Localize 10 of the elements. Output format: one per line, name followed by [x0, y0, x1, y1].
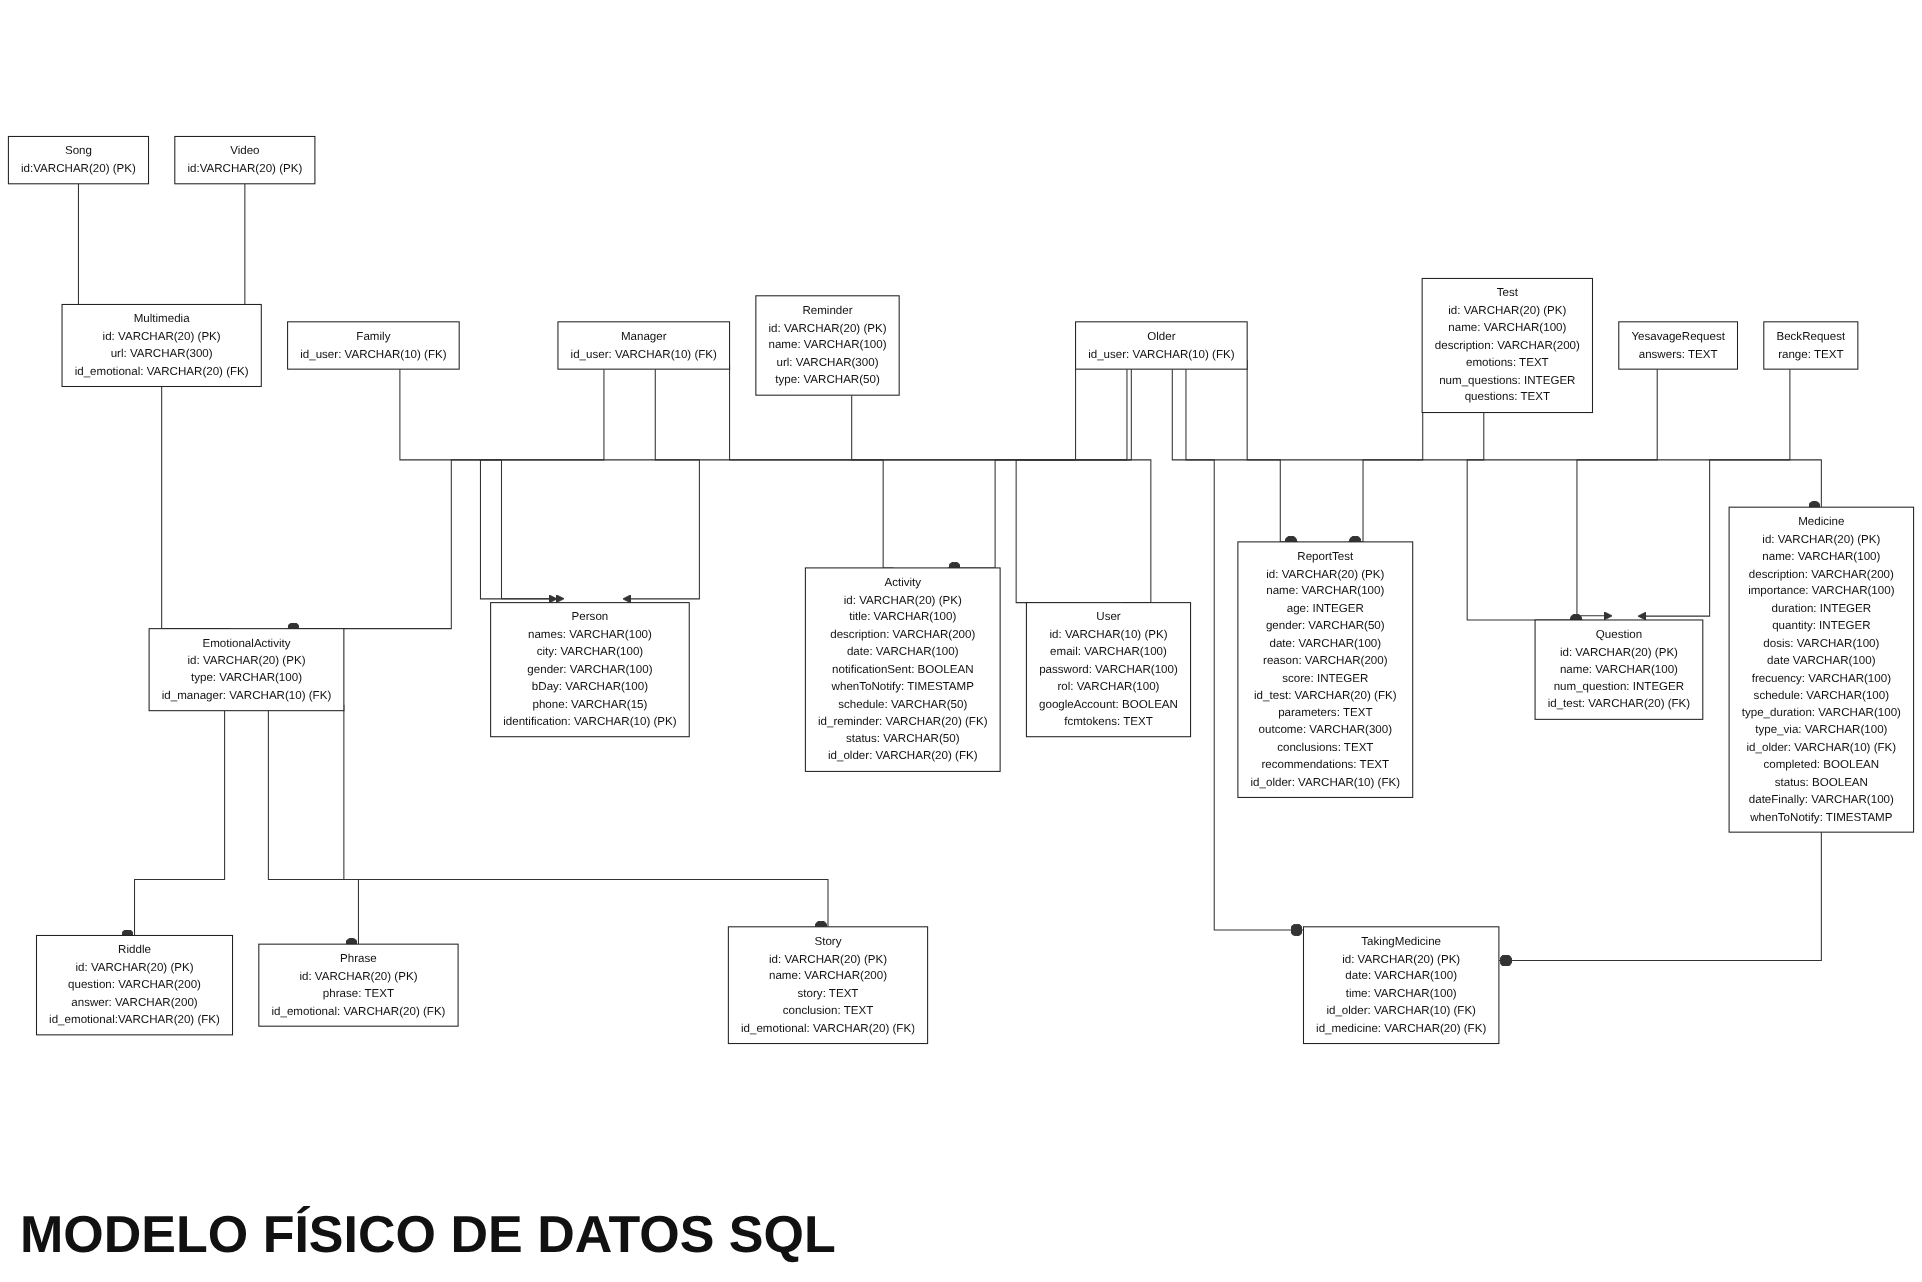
arrow [1576, 368, 1658, 621]
arrow [622, 368, 700, 604]
arrow [1637, 368, 1791, 621]
connector [128, 710, 226, 936]
arrow [399, 368, 565, 604]
connector [1498, 831, 1822, 967]
diagram-title: MODELO FÍSICO DE DATOS SQL [20, 1204, 836, 1266]
connector [267, 710, 365, 945]
connector [286, 368, 605, 635]
connector [1171, 368, 1305, 937]
